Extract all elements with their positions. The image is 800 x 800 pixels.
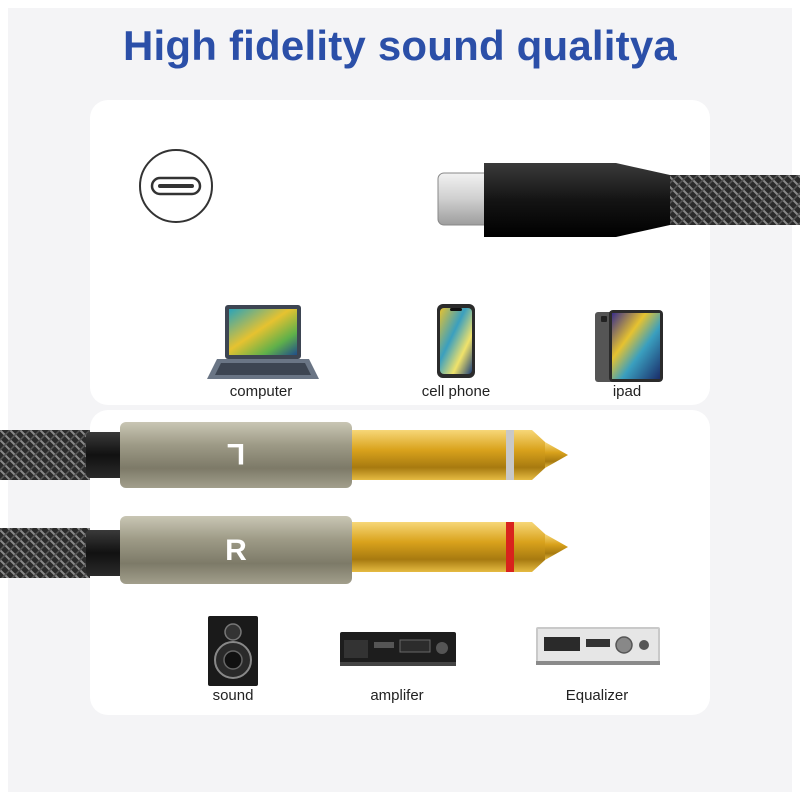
equalizer-icon [536,627,660,665]
left-channel-label: L [227,437,245,470]
usb-c-port-icon [139,149,213,223]
speaker-icon [208,616,258,686]
tablet-icon [595,310,663,382]
device-label: computer [229,383,293,400]
smartphone-icon [437,304,475,378]
right-channel-label: R [225,534,247,567]
device-label: Equalizer [565,687,629,704]
headline: High fidelity sound qualitya [123,22,677,69]
device-label: amplifer [370,687,424,704]
device-label: cell phone [421,383,491,400]
dual-jack-plugs: L R [0,422,568,584]
laptop-icon [207,305,319,379]
device-label: ipad [612,383,642,400]
device-label: sound [212,687,254,704]
usb-c-connector [437,163,800,237]
amplifier-icon [340,632,456,666]
